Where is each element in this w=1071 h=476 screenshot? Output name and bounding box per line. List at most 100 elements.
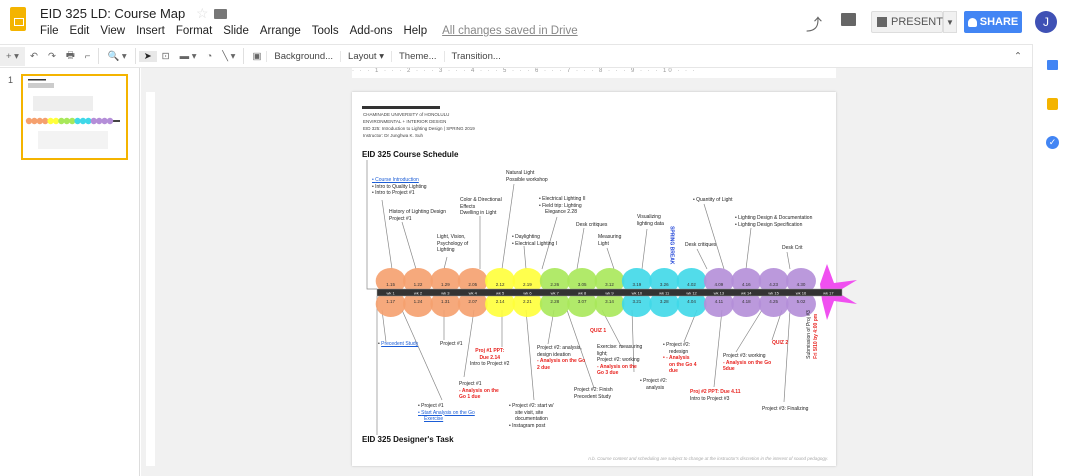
date-label-bottom: 4.18 <box>742 299 751 304</box>
week-circle-top <box>512 268 543 294</box>
activity-trend-icon[interactable]: ⤴ <box>806 17 823 34</box>
menu-arrange[interactable]: Arrange <box>259 25 301 37</box>
menu-insert[interactable]: Insert <box>136 25 165 37</box>
week-label: wk 11 <box>659 291 670 296</box>
annotation-line: Project #2: <box>663 342 697 349</box>
collapse-toolbar-icon[interactable]: ⌃ <box>1014 50 1022 62</box>
date-label-bottom: 4.25 <box>769 299 778 304</box>
date-label-top: 2.26 <box>550 282 559 287</box>
week-circle-bottom <box>403 291 434 317</box>
header-line: EID 325: Introduction to Lighting Design… <box>363 126 475 131</box>
calendar-icon[interactable] <box>1047 60 1058 70</box>
annotation-line: Light <box>598 240 609 247</box>
menu-tools[interactable]: Tools <box>311 25 339 37</box>
avatar[interactable]: J <box>1035 11 1057 33</box>
thumbnail-week-dot <box>52 117 60 125</box>
slides-logo-icon[interactable] <box>10 7 26 31</box>
new-slide-icon[interactable]: + ▾ <box>0 46 25 66</box>
vertical-ruler[interactable] <box>146 92 155 466</box>
week-circle-top <box>594 268 625 294</box>
slide-number: 1 <box>8 75 14 85</box>
connector-line <box>443 256 448 270</box>
star-icon[interactable]: ☆ <box>196 5 209 21</box>
menu-help[interactable]: Help <box>403 25 428 37</box>
undo-icon[interactable]: ↶ <box>29 50 38 62</box>
annotation-line: - Analysis <box>663 355 697 362</box>
paint-format-icon[interactable]: ⌐ <box>84 50 91 62</box>
annotation-week13: Desk critiques <box>685 242 717 248</box>
precedent-study-link[interactable]: Precedent Study <box>381 341 419 347</box>
week-circle-bottom <box>594 291 625 317</box>
menu-edit[interactable]: Edit <box>69 25 90 37</box>
menu-file[interactable]: File <box>40 25 59 37</box>
date-label-top: 4.23 <box>769 282 778 287</box>
redo-icon[interactable]: ↷ <box>47 50 56 62</box>
tasks-icon[interactable]: ✓ <box>1046 136 1059 149</box>
annotation-line: Instagram post <box>509 423 554 430</box>
add-comment-icon[interactable]: ▣ <box>252 50 262 62</box>
keep-icon[interactable] <box>1047 98 1058 110</box>
annotation-line: Proj #2 PPT: Due 4.11 <box>690 389 741 395</box>
date-label-top: 3.26 <box>660 282 669 287</box>
week-circle-bottom <box>676 291 707 317</box>
menu-view[interactable]: View <box>100 25 126 37</box>
shape-icon[interactable]: ◔ <box>206 50 213 62</box>
present-icon <box>877 17 887 27</box>
save-status-link[interactable]: All changes saved in Drive <box>442 25 578 37</box>
date-label-top: 1.15 <box>386 282 395 287</box>
week-circle-top <box>703 268 734 294</box>
annotation-line: Lighting Design Specification <box>735 222 812 229</box>
task-week5: Proj #1 PPT: Due 2.14 Intro to Project #… <box>470 348 509 368</box>
task-week13: Proj #2 PPT: Due 4.11 Intro to Project #… <box>690 389 741 402</box>
folder-icon[interactable] <box>214 9 227 19</box>
print-icon[interactable]: 🖶 <box>65 50 75 61</box>
annotation-line: lighting data <box>637 220 664 227</box>
annotation-line: Intro to Project #2 <box>470 361 510 367</box>
connector-line <box>735 309 763 353</box>
select-cursor-icon[interactable]: ➤ <box>138 50 157 62</box>
annotation-line: Light, Vision, <box>437 234 466 240</box>
annotation-week9: Measuring Light <box>598 234 621 247</box>
week-circle-top <box>649 268 680 294</box>
header-info: CHAMINADE UNIVERSITY of HONOLULU ENVIRON… <box>363 111 475 139</box>
comments-icon[interactable] <box>841 13 856 26</box>
annotation-line: Psychology of <box>437 240 469 247</box>
present-button[interactable]: PRESENT <box>871 11 943 33</box>
week-label: wk 16 <box>796 291 807 296</box>
exercise-link[interactable]: Exercise <box>424 416 444 422</box>
slide-thumbnail[interactable] <box>21 74 128 160</box>
present-label: PRESENT <box>891 16 943 28</box>
zoom-icon[interactable]: 🔍 ▾ <box>107 50 127 62</box>
transition-button[interactable]: Transition... <box>443 50 508 62</box>
connector-line <box>501 183 515 270</box>
background-button[interactable]: Background... <box>266 50 340 62</box>
image-icon[interactable]: ▬ ▾ <box>179 50 197 62</box>
slide[interactable]: CHAMINADE UNIVERSITY of HONOLULU ENVIRON… <box>352 92 857 466</box>
document-title[interactable]: EID 325 LD: Course Map <box>40 6 186 21</box>
annotation-week6: Daylighting Electrical Lighting I <box>512 234 557 247</box>
theme-button[interactable]: Theme... <box>391 50 444 62</box>
connector-line <box>463 309 475 378</box>
share-button[interactable]: SHARE <box>964 11 1022 33</box>
present-dropdown-button[interactable]: ▼ <box>943 11 957 33</box>
date-label-top: 4.16 <box>742 282 751 287</box>
analysis-on-the-go-link[interactable]: Start Analysis on the Go <box>418 410 475 417</box>
line-icon[interactable]: ╲ ▾ <box>222 50 236 62</box>
annotation-line: Project #2: working <box>597 357 640 363</box>
week-label: wk 8 <box>578 291 587 296</box>
date-label-bottom: 2.14 <box>496 299 505 304</box>
menu-addons[interactable]: Add-ons <box>349 25 393 37</box>
text-box-icon[interactable]: ⊡ <box>161 50 170 62</box>
menu-slide[interactable]: Slide <box>223 25 249 37</box>
layout-button[interactable]: Layout ▾ <box>340 50 391 62</box>
date-label-bottom: 5.02 <box>797 299 806 304</box>
divider <box>243 48 245 64</box>
annotation-week16: Desk Crit <box>782 245 803 251</box>
thumbnail-week-dot <box>90 117 98 125</box>
course-introduction-link[interactable]: Course Introduction <box>372 177 427 184</box>
menu-format[interactable]: Format <box>175 25 213 37</box>
annotation-week3: Light, Vision, Psychology of Lighting <box>437 234 468 254</box>
annotation-week1: Course Introduction Intro to Quality Lig… <box>372 177 427 197</box>
week-label: wk 6 <box>523 291 532 296</box>
horizontal-ruler[interactable]: · · · 1 · · · 2 · · · 3 · · · 4 · · · 5 … <box>352 68 836 78</box>
